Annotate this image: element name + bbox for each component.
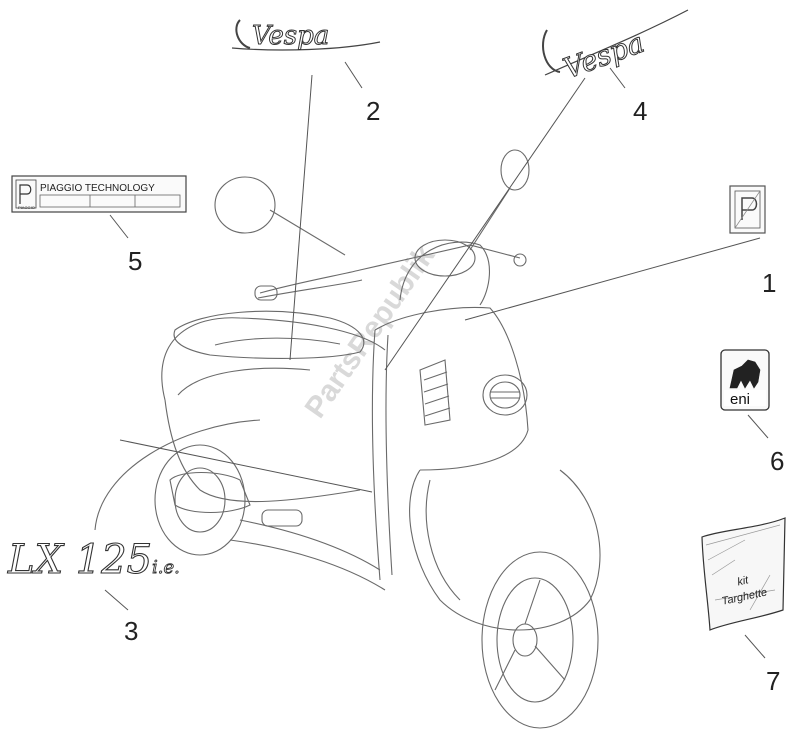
leader-6	[747, 414, 769, 439]
leader-7	[744, 634, 766, 659]
lx125-badge-suffix: i.e.	[152, 557, 180, 578]
callout-6: 6	[770, 446, 784, 476]
leader-3	[104, 589, 129, 611]
part-5-piaggio-technology-plate: PIAGGIO TECHNOLOGY PIAGGIO	[11, 175, 187, 213]
piaggio-plate-small: PIAGGIO	[18, 205, 35, 210]
leader-5	[109, 214, 129, 239]
part-7-kit-targhette-bag: kit Targhette	[701, 517, 786, 631]
vespa-logo-small-text: Vespa	[252, 21, 329, 51]
vespa-logo-large-text: Vespa	[559, 26, 648, 85]
leader-1	[464, 237, 761, 321]
eni-badge-text: eni	[730, 391, 750, 408]
callout-3: 3	[124, 616, 138, 646]
piaggio-plate-title: PIAGGIO TECHNOLOGY	[40, 183, 155, 194]
part-4-vespa-logo: Vespa	[542, 9, 689, 86]
part-2-vespa-logo: Vespa	[231, 19, 381, 52]
leader-4-b	[384, 77, 586, 371]
callout-4: 4	[633, 96, 647, 126]
callout-7: 7	[766, 666, 780, 696]
part-1-piaggio-badge	[729, 185, 766, 234]
leader-2-a	[344, 61, 363, 89]
part-6-eni-badge: eni	[720, 349, 770, 411]
lx125-badge-text: LX 125	[7, 537, 152, 583]
part-3-lx125-badge: LX 125 i.e.	[6, 536, 180, 583]
callout-1: 1	[762, 268, 776, 298]
scooter-outline	[94, 149, 601, 729]
leader-4-a	[609, 67, 626, 89]
callout-numbers: 1 2 3 4 5 6 7	[124, 96, 784, 696]
callout-2: 2	[366, 96, 380, 126]
leader-2-b	[289, 74, 313, 361]
leader-lines	[104, 61, 769, 659]
pointer-arrow	[119, 439, 373, 493]
kit-line-1: kit	[736, 574, 750, 588]
callout-5: 5	[128, 246, 142, 276]
